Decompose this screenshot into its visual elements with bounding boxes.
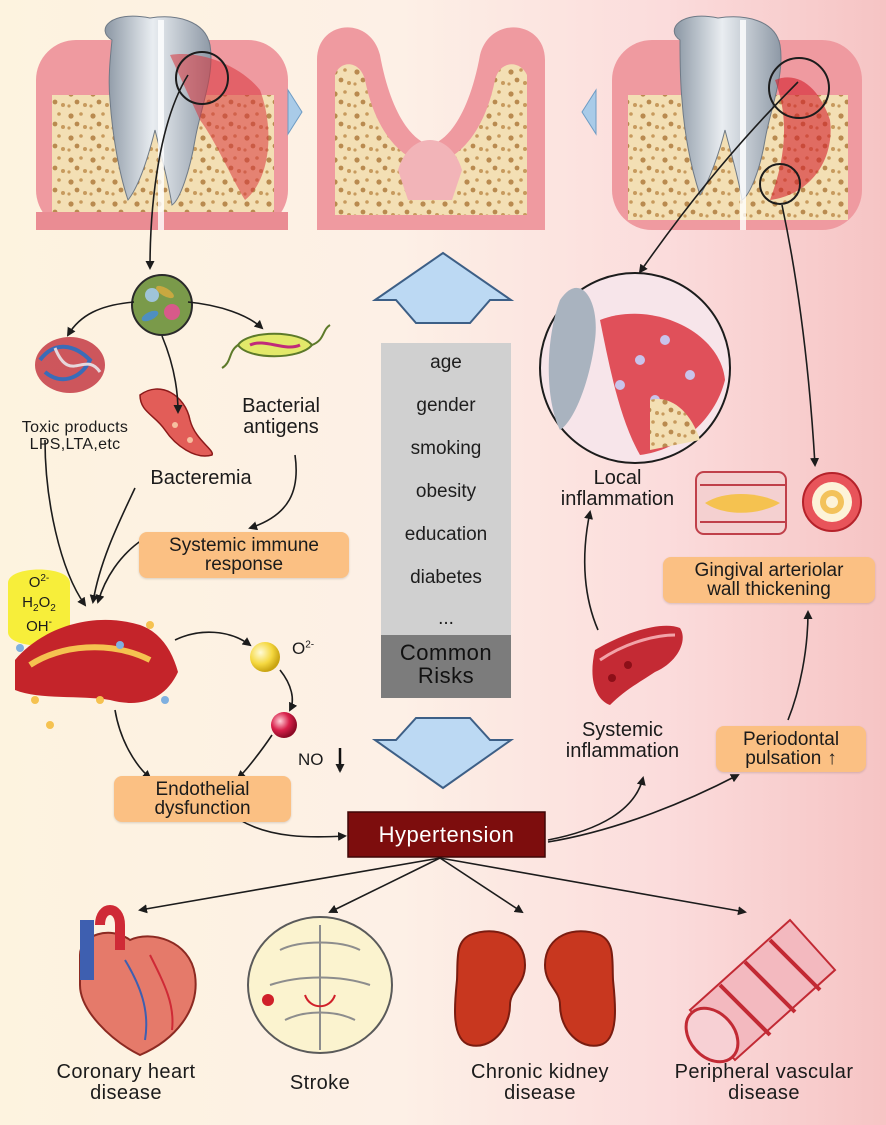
- systemic-immune-response-box: Systemic immune response: [139, 532, 349, 578]
- toxin-protein-icon: [35, 337, 105, 393]
- endothelial-dysfunction-box: Endothelial dysfunction: [114, 776, 291, 822]
- arteriole-longitudinal-icon: [695, 471, 787, 535]
- risk-title-box: [381, 635, 511, 698]
- superoxide-ball: [250, 642, 280, 672]
- hypertension-box: [347, 811, 546, 858]
- arteriole-cross-section-icon: [802, 472, 862, 532]
- bacteremia-vessel-icon: [139, 388, 213, 457]
- ros-label: O2- H2O2 OH-: [22, 573, 56, 635]
- peripheral-vessel-icon: [684, 918, 837, 1064]
- blue-arrow-down: [371, 717, 515, 790]
- bacterium-icon: [221, 324, 331, 369]
- local-inflammation-circle-icon: [539, 272, 731, 464]
- risk-item-obesity: obesity: [415, 481, 477, 502]
- tooth-panel-left: [36, 15, 288, 230]
- tooth-panel-middle: [317, 27, 545, 230]
- risk-item-gender: gender: [416, 395, 476, 416]
- hypertension-label: Hypertension: [378, 822, 515, 847]
- biofilm-circle-icon: [131, 274, 193, 336]
- risk-item-smoking: smoking: [410, 438, 482, 459]
- tooth-panel-right: [612, 15, 862, 230]
- connector-arrows: [44, 74, 820, 916]
- kidneys-icon: [453, 930, 617, 1047]
- disease-label-peripheral: Peripheral vascular disease: [674, 1061, 854, 1104]
- heart-icon: [79, 905, 197, 1057]
- risk-item-more: ...: [438, 608, 454, 629]
- local-inflammation-label: Local inflammation: [560, 467, 675, 510]
- bacterial-antigens-label: Bacterial antigens: [242, 395, 320, 438]
- blue-arrow-up: [371, 251, 515, 324]
- ros-bubble: [8, 569, 70, 646]
- risk-item-education: education: [404, 524, 488, 545]
- increase-arrow-icon: ↑: [827, 748, 837, 769]
- periodontal-pulsation-box: Periodontal pulsation↑: [716, 726, 866, 772]
- gingival-arteriolar-box: Gingival arteriolar wall thickening: [663, 557, 875, 603]
- common-risks-title: Common Risks: [399, 640, 493, 689]
- risk-item-age: age: [430, 352, 462, 373]
- disease-label-kidney: Chronic kidney disease: [471, 1061, 609, 1104]
- damaged-vessel-icon: [15, 619, 178, 729]
- no-ball: [271, 712, 297, 738]
- no-label: NO: [298, 750, 324, 769]
- systemic-vessel-icon: [592, 625, 683, 705]
- risk-item-diabetes: diabetes: [410, 567, 482, 588]
- disease-label-coronary: Coronary heart disease: [56, 1061, 196, 1104]
- brain-icon: [247, 916, 393, 1054]
- disease-label-stroke: Stroke: [289, 1072, 351, 1094]
- progression-arrows: [287, 88, 597, 136]
- superoxide-label: O2-: [292, 639, 315, 658]
- bacteremia-label: Bacteremia: [150, 467, 252, 489]
- toxic-products-label: Toxic products LPS,LTA,etc: [21, 419, 129, 453]
- systemic-inflammation-label: Systemic inflammation: [565, 719, 680, 762]
- risk-panel: [381, 343, 511, 635]
